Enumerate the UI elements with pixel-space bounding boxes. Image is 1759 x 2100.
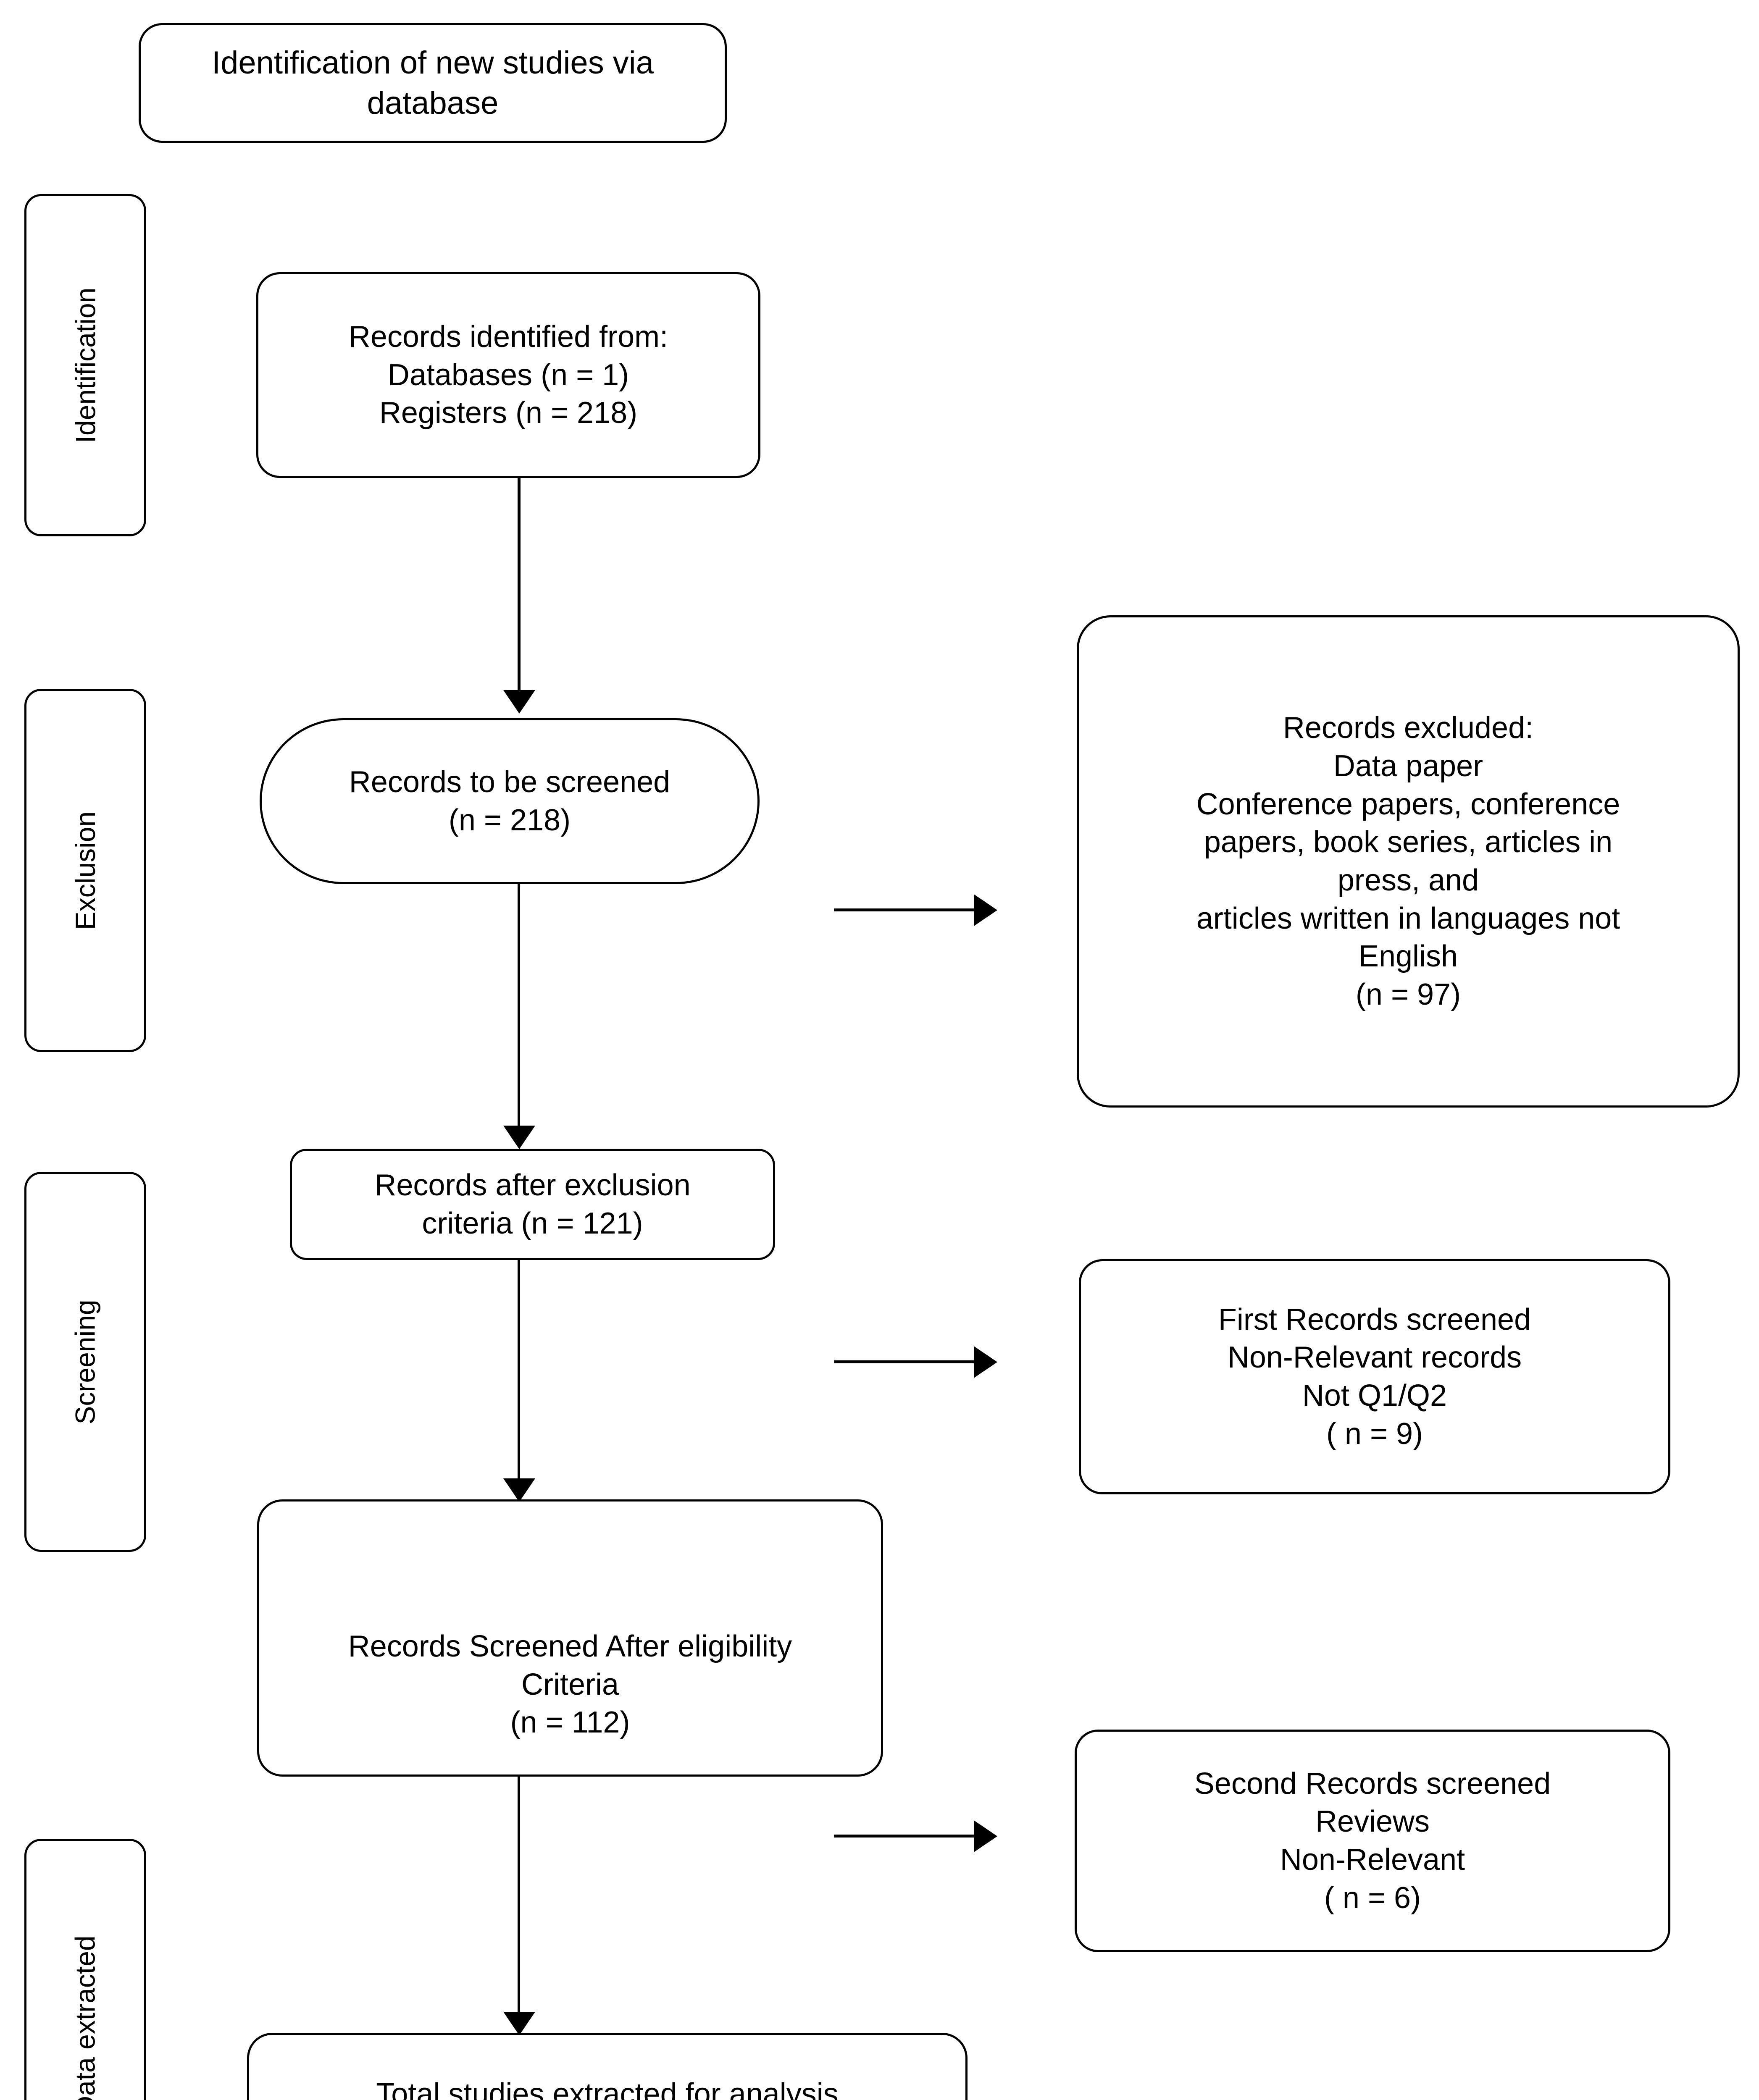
box-records-excluded: Records excluded: Data paper Conference … <box>1077 615 1740 1108</box>
box-records-after-exclusion: Records after exclusion criteria (n = 12… <box>290 1149 775 1260</box>
first-records-screened-line-2: Non-Relevant records <box>1227 1341 1522 1375</box>
stage-label-data-extracted-text: Data extracted <box>70 1935 101 2100</box>
records-after-exclusion-line-2: criteria (n = 121) <box>422 1206 643 1240</box>
records-after-exclusion-line-1: Records after exclusion <box>374 1168 691 1202</box>
box-records-screened-eligibility: Records Screened After eligibility Crite… <box>257 1499 883 1777</box>
box-first-records-screened: First Records screened Non-Relevant reco… <box>1079 1259 1670 1494</box>
first-records-screened-line-1: First Records screened <box>1218 1302 1531 1336</box>
stage-label-identification-text: Identification <box>70 287 101 443</box>
arrow-screened-to-after-excl-line <box>518 884 520 1128</box>
title-box: Identification of new studies via databa… <box>139 23 727 143</box>
title-line-2: database <box>367 85 499 121</box>
records-excluded-line-1: Records excluded: <box>1283 711 1534 745</box>
total-studies-extracted-line-1: Total studies extracted for analysis <box>376 2077 839 2100</box>
stage-label-identification: Identification <box>24 194 146 536</box>
arrow-after-excl-to-first-line <box>834 1360 977 1363</box>
stage-label-exclusion-text: Exclusion <box>70 811 101 930</box>
records-identified-line-1: Records identified from: <box>348 320 668 354</box>
arrow-screened-to-excluded-line <box>834 908 977 911</box>
title-line-1: Identification of new studies via <box>212 45 654 81</box>
records-to-be-screened-line-1: Records to be screened <box>349 765 670 799</box>
records-excluded-line-4: papers, book series, articles in <box>1204 825 1613 859</box>
arrow-identified-to-screened-head <box>503 690 535 714</box>
records-excluded-line-6: articles written in languages not <box>1196 901 1620 935</box>
records-screened-eligibility-line-1: Records Screened After eligibility <box>348 1629 792 1663</box>
arrow-eligibility-to-total-line <box>518 1777 520 2014</box>
arrow-eligibility-to-total-head <box>503 2012 535 2035</box>
records-excluded-line-7: English <box>1358 940 1458 974</box>
second-records-screened-line-3: Non-Relevant <box>1280 1843 1465 1877</box>
box-records-identified: Records identified from: Databases (n = … <box>256 272 760 478</box>
arrow-screened-to-excluded-head <box>974 894 997 926</box>
records-to-be-screened-line-2: (n = 218) <box>448 803 571 837</box>
stage-label-screening-text: Screening <box>70 1299 101 1425</box>
arrow-after-excl-to-eligibility-head <box>503 1478 535 1502</box>
arrow-eligibility-to-second-line <box>834 1835 977 1838</box>
records-excluded-line-3: Conference papers, conference <box>1196 787 1620 821</box>
records-excluded-line-5: press, and <box>1337 864 1479 897</box>
arrow-screened-to-after-excl-head <box>503 1126 535 1149</box>
records-identified-line-2: Databases (n = 1) <box>387 358 629 392</box>
box-second-records-screened: Second Records screened Reviews Non-Rele… <box>1075 1730 1670 1952</box>
records-screened-eligibility-line-2: Criteria <box>521 1667 619 1701</box>
second-records-screened-line-1: Second Records screened <box>1194 1767 1551 1801</box>
second-records-screened-line-4: ( n = 6) <box>1324 1881 1421 1915</box>
records-identified-line-3: Registers (n = 218) <box>379 396 638 430</box>
stage-label-exclusion: Exclusion <box>24 689 146 1052</box>
second-records-screened-line-2: Reviews <box>1315 1805 1430 1839</box>
records-screened-eligibility-line-3: (n = 112) <box>510 1706 630 1740</box>
stage-label-screening: Screening <box>24 1172 146 1552</box>
stage-label-data-extracted: Data extracted <box>24 1839 146 2100</box>
arrow-after-excl-to-eligibility-line <box>518 1260 520 1480</box>
arrow-identified-to-screened-line <box>518 478 521 692</box>
records-excluded-line-8: (n = 97) <box>1355 978 1461 1012</box>
first-records-screened-line-3: Not Q1/Q2 <box>1302 1379 1447 1412</box>
records-excluded-line-2: Data paper <box>1333 749 1483 783</box>
first-records-screened-line-4: ( n = 9) <box>1326 1417 1423 1451</box>
box-total-studies-extracted: Total studies extracted for analysis (n … <box>247 2033 968 2100</box>
arrow-after-excl-to-first-head <box>974 1346 997 1378</box>
box-records-to-be-screened: Records to be screened (n = 218) <box>260 718 760 884</box>
arrow-eligibility-to-second-head <box>974 1820 997 1852</box>
